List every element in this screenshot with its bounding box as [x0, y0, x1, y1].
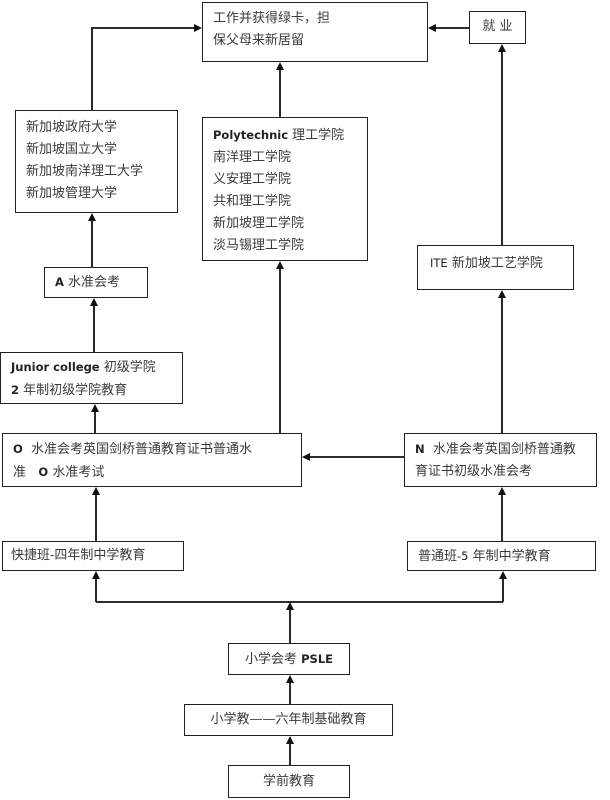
node-line: 就 业 — [482, 19, 513, 34]
node-cn: 快捷班 — [11, 548, 51, 563]
node-cn: 水准会考 — [63, 275, 121, 290]
node-latin: Junior college — [11, 360, 100, 374]
node-line: 淡马锡理工学院 — [213, 238, 305, 253]
edge-universities-green-card — [91, 24, 202, 110]
node-latin: 2 — [11, 383, 20, 397]
node-latin: O — [38, 465, 49, 479]
node-normal: 普通班-5 年制中学教育 — [407, 541, 596, 571]
node-line: 育证书初级水准会考 — [415, 464, 533, 479]
node-green-card: 工作并获得绿卡，担 保父母来新居留 — [202, 2, 428, 62]
node-o-level: O 水准会考英国剑桥普通教育证书普通水 准 O 水准考试 — [2, 433, 302, 487]
node-ite: ITE 新加坡工艺学院 — [417, 245, 574, 290]
node-latin: A — [55, 275, 64, 289]
node-primary: 小学教——六年制基础教育 — [184, 704, 393, 736]
node-latin: N — [415, 442, 425, 456]
node-cn: 初级学院 — [99, 360, 156, 375]
node-title-cn: 理工学院 — [288, 128, 345, 143]
node-line: 新加坡南洋理工大学 — [26, 164, 144, 179]
node-cn: 新加坡工艺学院 — [447, 256, 543, 271]
node-cn: 准 — [13, 465, 39, 480]
node-line: Junior college 初级学院 — [11, 356, 172, 379]
node-line: A 水准会考 — [55, 271, 137, 294]
node-employment: 就 业 — [469, 11, 526, 44]
node-psle: 小学会考 PSLE — [228, 643, 350, 675]
node-cn: 普通班 — [418, 549, 458, 564]
node-line: 新加坡政府大学 — [26, 120, 118, 135]
node-line: O 水准会考英国剑桥普通教育证书普通水 — [13, 438, 291, 461]
node-line: 义安理工学院 — [213, 172, 292, 187]
node-polytechnic: Polytechnic 理工学院 南洋理工学院 义安理工学院 共和理工学院 新加… — [202, 117, 368, 261]
node-line: 小学教——六年制基础教育 — [210, 712, 367, 727]
node-latin: ITE — [430, 256, 448, 270]
node-a-level: A 水准会考 — [44, 267, 148, 298]
node-line: 共和理工学院 — [213, 194, 292, 209]
node-latin: -5 — [457, 549, 469, 563]
node-line: 小学会考 PSLE — [229, 648, 349, 671]
node-line: 准 O 水准考试 — [13, 461, 291, 484]
node-cn: 四年制中学教育 — [54, 548, 146, 563]
node-title-latin: Polytechnic — [213, 128, 289, 142]
node-line: 保父母来新居留 — [213, 33, 305, 48]
node-line: 新加坡国立大学 — [26, 142, 118, 157]
node-cn: 水准会考英国剑桥普通教育证书普通水 — [22, 442, 253, 457]
node-universities: 新加坡政府大学 新加坡国立大学 新加坡南洋理工大学 新加坡管理大学 — [15, 110, 178, 213]
node-cn: 水准会考英国剑桥普通教 — [424, 442, 576, 457]
node-line: 普通班-5 年制中学教育 — [418, 545, 585, 568]
node-line: ITE 新加坡工艺学院 — [430, 252, 561, 275]
node-preschool: 学前教育 — [228, 765, 350, 798]
node-latin: O — [13, 442, 23, 456]
node-title: Polytechnic 理工学院 — [213, 124, 357, 147]
node-line: 学前教育 — [262, 774, 315, 789]
node-n-level: N 水准会考英国剑桥普通教 育证书初级水准会考 — [404, 433, 597, 487]
node-cn: 年制初级学院教育 — [19, 383, 128, 398]
node-line: 新加坡管理大学 — [26, 186, 118, 201]
node-cn: 水准考试 — [48, 465, 105, 480]
node-latin: PSLE — [301, 652, 334, 666]
node-line: 快捷班-四年制中学教育 — [11, 545, 175, 567]
node-express: 快捷班-四年制中学教育 — [2, 541, 184, 571]
node-latin: - — [50, 548, 55, 563]
node-line: 2 年制初级学院教育 — [11, 379, 172, 402]
node-cn: 年制中学教育 — [468, 549, 551, 564]
node-junior-college: Junior college 初级学院 2 年制初级学院教育 — [0, 352, 183, 404]
node-line: 南洋理工学院 — [213, 150, 292, 165]
node-cn: 小学会考 — [244, 652, 302, 667]
node-line: 工作并获得绿卡，担 — [213, 11, 331, 26]
node-line: N 水准会考英国剑桥普通教 — [415, 438, 586, 461]
node-line: 新加坡理工学院 — [213, 216, 305, 231]
